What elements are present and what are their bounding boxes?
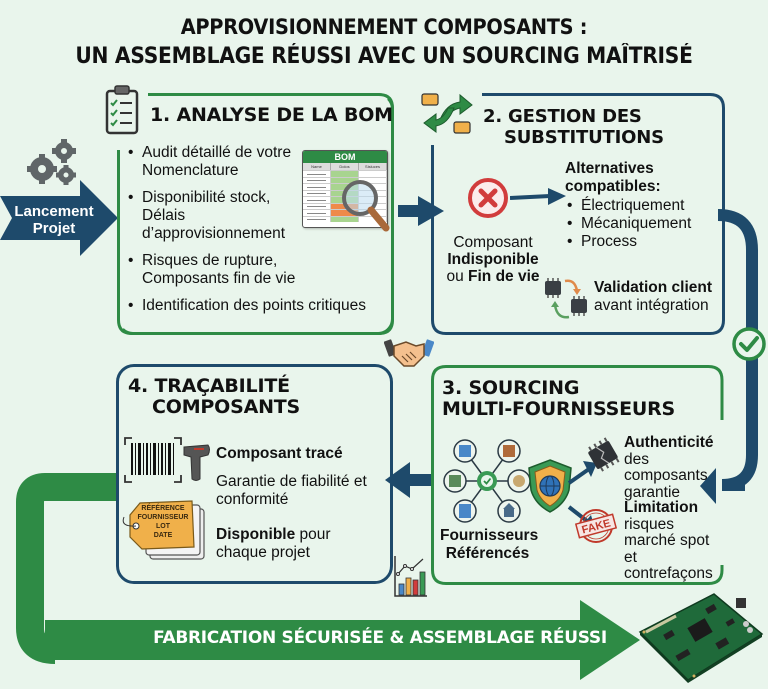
available-bold: Disponible bbox=[216, 526, 296, 543]
chip-swap-icon bbox=[545, 278, 587, 319]
tag-line: RÉFÉRENCE bbox=[141, 505, 185, 512]
step1-bullet: Disponibilité stock, Délais d’approvisio… bbox=[128, 189, 308, 243]
problem-line1: Composant bbox=[453, 234, 533, 251]
step1-bullet: Risques de rupture, Composants fin de vi… bbox=[128, 252, 308, 288]
suppliers-line1: Fournisseurs bbox=[440, 527, 539, 544]
supplier-network-icon bbox=[443, 439, 531, 523]
available-text: Disponible pour chaque projet bbox=[216, 526, 366, 562]
validation-bold: Validation client bbox=[594, 279, 712, 296]
launch-label-line1: Lancement bbox=[14, 203, 94, 220]
bom-col: Dolos bbox=[331, 163, 359, 170]
authenticity-text: Authenticité des composants garantie bbox=[624, 434, 724, 501]
step2-title: 2. GESTION DES SUBSTITUTIONS bbox=[483, 106, 664, 148]
step4-box bbox=[116, 364, 393, 584]
arrow-step3-to-step4 bbox=[385, 462, 433, 498]
gears-icon bbox=[27, 139, 76, 185]
step1-bullet: Identification des points critiques bbox=[128, 297, 388, 315]
pcb-board-icon bbox=[638, 593, 764, 683]
problem-line2: Indisponible bbox=[447, 251, 539, 268]
launch-arrow bbox=[0, 180, 118, 256]
arrow-to-alternatives-icon bbox=[510, 188, 566, 205]
bom-col: Name bbox=[303, 163, 331, 170]
swap-arrows-icon bbox=[421, 93, 473, 134]
barcode-scanner-icon bbox=[183, 444, 210, 481]
shield-globe-icon bbox=[528, 459, 572, 513]
bom-col: Sisluces bbox=[359, 163, 387, 170]
banner-label: FABRICATION SÉCURISÉE & ASSEMBLAGE RÉUSS… bbox=[153, 628, 607, 648]
alternatives-block: Alternatives compatibles: Électriquement… bbox=[565, 160, 691, 251]
guarantee-text: Garantie de fiabilité et conformité bbox=[216, 473, 367, 508]
alternatives-list: Électriquement Mécaniquement Process bbox=[567, 197, 691, 251]
bom-table-columns: Name Dolos Sisluces bbox=[303, 163, 387, 170]
page-title: APPROVISIONNEMENT COMPOSANTS : UN ASSEMB… bbox=[0, 12, 768, 72]
limitation-rest: risques marché spot et contrefaçons bbox=[624, 515, 713, 582]
unavailable-component-text: Composant Indisponible ou Fin de vie bbox=[443, 234, 543, 285]
growth-chart-icon bbox=[394, 556, 427, 597]
step4-title-line2: COMPOSANTS bbox=[152, 396, 301, 418]
step4-title: 4. TRAÇABILITÉ COMPOSANTS bbox=[128, 376, 300, 418]
limitation-text: Limitation risques marché spot et contre… bbox=[624, 499, 722, 583]
bom-table-header: BOM bbox=[303, 151, 387, 163]
step1-bullets: Audit détaillé de votre Nomenclature Dis… bbox=[128, 144, 366, 324]
limitation-bold: Limitation bbox=[624, 499, 699, 516]
check-circle-icon bbox=[732, 327, 766, 361]
alternative-item: Électriquement bbox=[567, 197, 691, 215]
tag-line: FOURNISSEUR bbox=[137, 514, 189, 521]
broken-chip-icon bbox=[588, 437, 620, 472]
traced-component-text: Composant tracé bbox=[216, 445, 343, 462]
banner-arrow bbox=[16, 473, 640, 680]
step1-title: 1. ANALYSE DE LA BOM bbox=[150, 104, 393, 126]
title-line-2: UN ASSEMBLAGE RÉUSSI AVEC UN SOURCING MA… bbox=[75, 44, 693, 69]
available-rest: pour chaque projet bbox=[216, 526, 331, 561]
step3-title-line1: 3. SOURCING bbox=[442, 377, 580, 399]
fake-stamp-icon: FAKE bbox=[575, 509, 617, 543]
alternative-item: Mécaniquement bbox=[567, 215, 691, 233]
launch-label-line2: Projet bbox=[32, 220, 76, 237]
alternative-item: Process bbox=[567, 233, 691, 251]
magnifier-icon bbox=[342, 180, 390, 232]
problem-line3-prefix: ou bbox=[446, 268, 469, 285]
client-validation-text: Validation client avant intégration bbox=[594, 279, 712, 315]
clipboard-checklist-icon bbox=[105, 85, 139, 135]
step4-title-line1: 4. TRAÇABILITÉ bbox=[128, 375, 290, 397]
authenticity-rest: des composants garantie bbox=[624, 450, 708, 501]
step3-title-line2: MULTI-FOURNISSEURS bbox=[442, 398, 676, 420]
referenced-suppliers-label: Fournisseurs Référencés bbox=[440, 527, 539, 563]
alternatives-title-2: compatibles: bbox=[565, 178, 661, 195]
alternatives-title-1: Alternatives bbox=[565, 160, 654, 177]
barcode-icon bbox=[124, 437, 182, 483]
step3-title: 3. SOURCING MULTI-FOURNISSEURS bbox=[442, 378, 675, 420]
arrow-step1-to-step2 bbox=[398, 196, 444, 226]
step1-bullet: Audit détaillé de votre Nomenclature bbox=[128, 144, 308, 180]
reference-tag-icon bbox=[122, 500, 205, 560]
suppliers-line2: Référencés bbox=[445, 545, 530, 562]
step2-title-line1: 2. GESTION DES bbox=[483, 106, 642, 127]
authenticity-bold: Authenticité bbox=[624, 434, 714, 451]
step2-title-line2: SUBSTITUTIONS bbox=[504, 127, 664, 148]
tag-line: DATE bbox=[153, 532, 173, 539]
launch-project-label: Lancement Projet bbox=[8, 203, 100, 237]
problem-line3: Fin de vie bbox=[468, 268, 540, 285]
tag-line: LOT bbox=[156, 523, 170, 530]
tag-text: RÉFÉRENCE FOURNISSEUR LOT DATE bbox=[135, 504, 191, 540]
handshake-icon bbox=[384, 339, 434, 367]
title-line-1: APPROVISIONNEMENT COMPOSANTS : bbox=[180, 15, 588, 39]
validation-rest: avant intégration bbox=[594, 297, 709, 314]
unavailable-x-icon bbox=[468, 178, 508, 218]
